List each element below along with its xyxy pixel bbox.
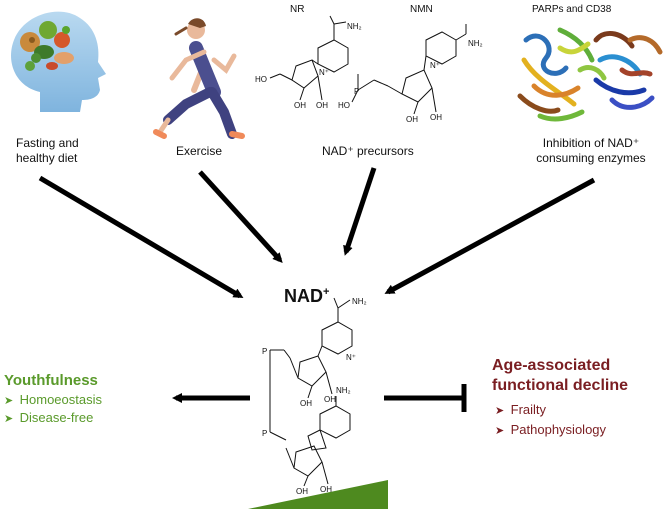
- enzymes-label: Inhibition of NAD⁺ consuming enzymes: [532, 136, 650, 166]
- protein-structure-icon: [517, 27, 663, 122]
- nad-nh2-top: NH₂: [352, 297, 367, 306]
- decline-title-line2: functional decline: [492, 377, 629, 394]
- nmn-p: P: [354, 87, 359, 96]
- youthfulness-item-2: ➤ Disease-free: [4, 410, 93, 425]
- nad-oh-1: OH: [300, 399, 312, 408]
- youthfulness-item-2-label: Disease-free: [19, 410, 94, 425]
- nmn-n: N⁺: [430, 61, 440, 70]
- nad-nplus: N⁺: [346, 353, 356, 362]
- youthfulness-item-1-label: Homoeostasis: [19, 392, 102, 407]
- decline-title-line1: Age-associated: [492, 357, 611, 374]
- input-arrows: [38, 167, 596, 299]
- nr-oh-2: OH: [316, 101, 328, 110]
- nr-title: NR: [290, 4, 305, 15]
- enzymes-label-line1: Inhibition of NAD⁺: [542, 136, 640, 150]
- nad-nh2-adenine: NH₂: [336, 386, 351, 395]
- arrow-enzymes: [384, 177, 596, 295]
- chevron-right-icon: ➤: [4, 413, 14, 425]
- head-food-icon: [11, 11, 106, 112]
- nad-oh-4: OH: [320, 485, 332, 494]
- arrow-exercise: [198, 170, 283, 263]
- decline-item-1-label: Frailty: [510, 402, 547, 417]
- outcome-arrows: [172, 384, 467, 412]
- nmn-nh2: NH₂: [468, 39, 483, 48]
- increase-wedge: [248, 480, 388, 509]
- nmn-ho: HO: [338, 101, 350, 110]
- decline-item-2-label: Pathophysiology: [510, 422, 607, 437]
- runner-icon: [153, 18, 245, 139]
- nad-molecule: [269, 297, 353, 487]
- nad-title: NAD+: [284, 286, 329, 307]
- nad-title-text: NAD: [284, 286, 323, 306]
- arrow-precursors: [343, 167, 377, 256]
- nmn-oh-2: OH: [430, 113, 442, 122]
- nr-ho: HO: [255, 75, 267, 84]
- diet-label-line1: Fasting and: [16, 136, 79, 150]
- decline-title: Age-associated functional decline: [492, 356, 628, 396]
- nmn-title: NMN: [410, 4, 433, 15]
- nad-p1: P: [262, 347, 267, 356]
- decline-item-1: ➤ Frailty: [495, 402, 546, 417]
- chevron-right-icon: ➤: [495, 425, 505, 437]
- nmn-molecule: [351, 24, 467, 115]
- youthfulness-title: Youthfulness: [4, 372, 98, 389]
- arrow-diet: [38, 175, 244, 299]
- nad-title-sup: +: [323, 286, 330, 298]
- nad-oh-3: OH: [296, 487, 308, 496]
- chevron-right-icon: ➤: [495, 405, 505, 417]
- nr-nh2: NH₂: [347, 22, 362, 31]
- chevron-right-icon: ➤: [4, 395, 14, 407]
- enzymes-title: PARPs and CD38: [532, 4, 612, 15]
- nmn-oh-1: OH: [406, 115, 418, 124]
- enzymes-label-line2: consuming enzymes: [536, 151, 646, 165]
- exercise-label: Exercise: [176, 144, 223, 158]
- youthfulness-item-1: ➤ Homoeostasis: [4, 392, 102, 407]
- nr-molecule: [269, 15, 349, 101]
- molecule-text: NH₂ N⁺ HO OH OH NH₂ N⁺ P HO OH OH NH₂ N⁺…: [255, 22, 483, 496]
- diet-label: Fasting and healthy diet: [16, 136, 79, 166]
- nad-oh-2: OH: [324, 395, 336, 404]
- nr-oh-1: OH: [294, 101, 306, 110]
- nad-p2: P: [262, 429, 267, 438]
- precursors-label: NAD⁺ precursors: [322, 144, 414, 158]
- diet-label-line2: healthy diet: [16, 151, 78, 165]
- decline-item-2: ➤ Pathophysiology: [495, 422, 606, 437]
- nr-n: N⁺: [319, 68, 329, 77]
